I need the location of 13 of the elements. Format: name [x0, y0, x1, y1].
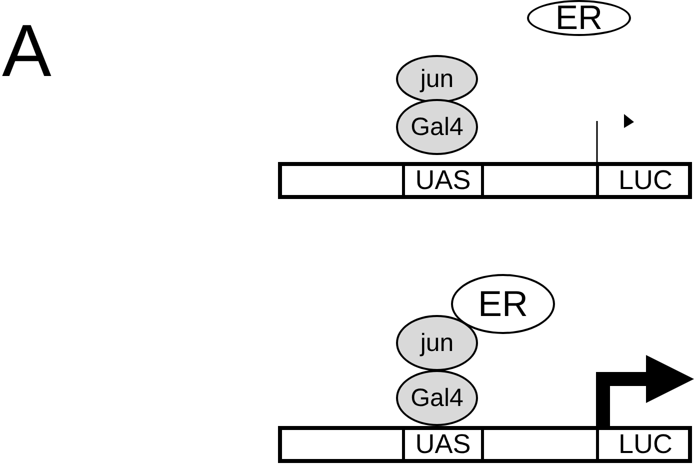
protein-label: Gal4 [410, 114, 464, 140]
protein-label: Gal4 [410, 386, 464, 410]
dna-segment: UAS [402, 430, 484, 459]
panel-letter: A [2, 14, 52, 88]
protein-label: ER [478, 286, 528, 322]
dna-bar [278, 426, 692, 463]
protein-label: jun [420, 66, 454, 92]
protein-label: jun [420, 330, 454, 356]
dna-segment: UAS [402, 166, 484, 195]
dna-bar [278, 162, 692, 199]
protein-label: ER [555, 1, 603, 35]
dna-segment: LUC [596, 166, 692, 195]
dna-segment: LUC [596, 430, 692, 459]
